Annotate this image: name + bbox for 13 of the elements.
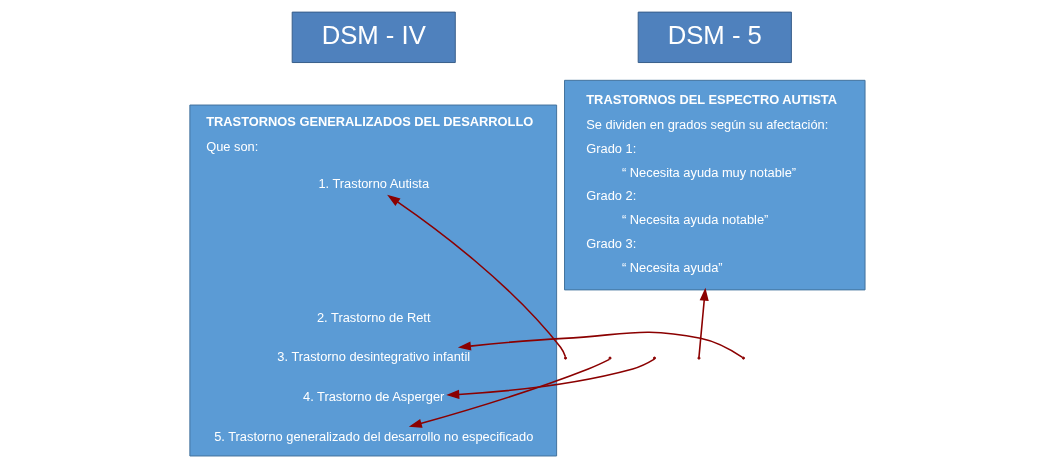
- arrow: [386, 194, 566, 358]
- arrow: [408, 358, 610, 428]
- node-box: DSM - 5: [637, 11, 792, 64]
- arrow: [697, 287, 709, 358]
- arrow: [445, 358, 655, 399]
- node-text: 4. Trastorno de Asperger: [302, 389, 444, 405]
- arrow: [457, 331, 743, 359]
- node-box: DSM - IV: [291, 11, 456, 64]
- node-box: TRASTORNOS DEL ESPECTRO AUTISTA Se dividen en grados según su afectación: Grado 1: “ Necesita ayuda muy notable” Grado 2: “ Necesita ayuda notable” Grado 3: “ Necesita ayuda”: [563, 79, 866, 291]
- node-text: 2. Trastorno de Rett: [316, 309, 430, 325]
- node-text: 5. Trastorno generalizado del desarrollo no especificado: [213, 428, 533, 444]
- node-text: 3. Trastorno desintegrativo infantil: [276, 349, 470, 365]
- node-text: 1. Trastorno Autista: [317, 176, 429, 192]
